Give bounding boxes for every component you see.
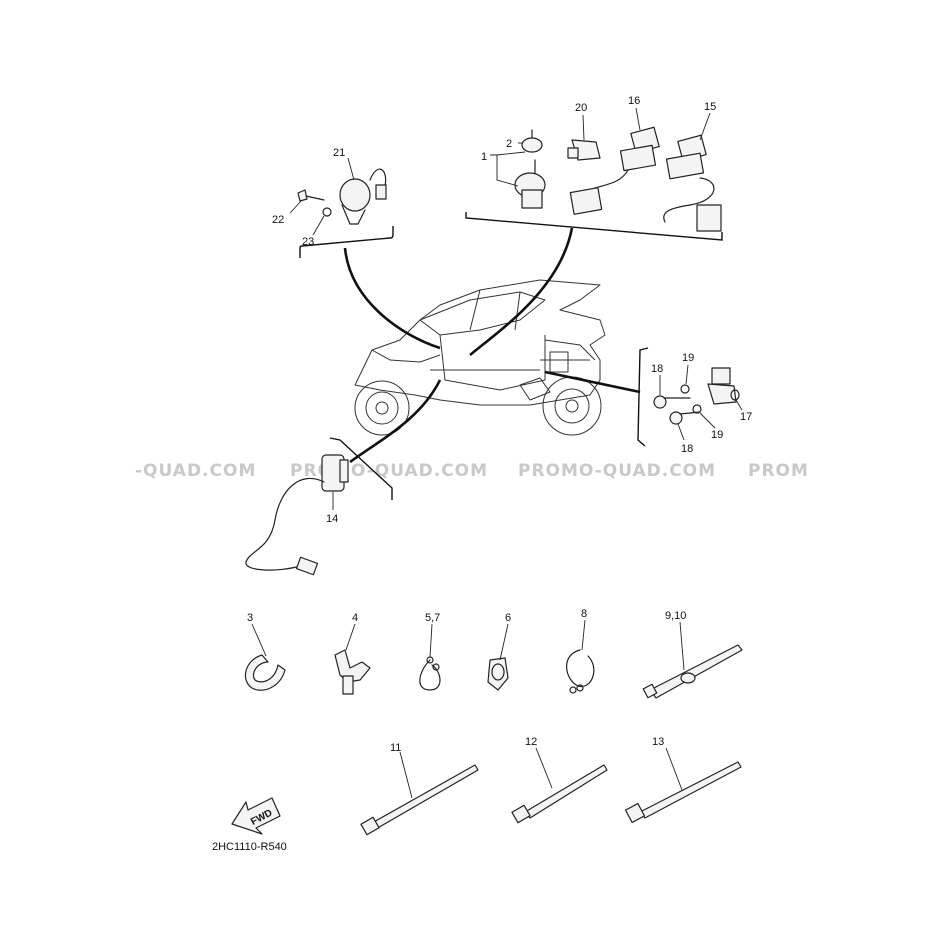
part-23-washer	[312, 207, 332, 236]
watermark-2: PROMO-QUAD.COM	[290, 461, 488, 481]
part-9-10-tie	[642, 621, 743, 699]
label-3: 3	[247, 612, 253, 624]
label-5-7: 5,7	[425, 612, 440, 624]
bracket-21	[299, 226, 394, 258]
leader-17	[544, 370, 641, 394]
part-8-clip	[566, 619, 595, 694]
watermark-4: PROM	[748, 461, 809, 481]
part-18-bolt-upper	[653, 375, 691, 409]
watermark-1: -QUAD.COM	[135, 461, 256, 481]
label-13: 13	[652, 736, 664, 748]
label-16: 16	[628, 95, 640, 107]
part-3-clamp	[244, 623, 286, 691]
part-22-bolt	[289, 189, 325, 214]
part-1-main-switch	[490, 151, 546, 209]
part-4-clip	[334, 623, 371, 695]
part-19-washer-upper	[680, 364, 690, 394]
part-6-clip	[487, 623, 509, 691]
label-12: 12	[525, 736, 537, 748]
part-5-7-clip	[419, 623, 441, 691]
label-18-lower: 18	[681, 443, 693, 455]
label-2: 2	[506, 138, 512, 150]
label-4: 4	[352, 612, 358, 624]
label-18-upper: 18	[651, 363, 663, 375]
watermark-3: PROMO-QUAD.COM	[518, 461, 716, 481]
label-8: 8	[581, 608, 587, 620]
label-1: 1	[481, 151, 487, 163]
part-15-switch	[663, 112, 722, 232]
part-14-sensor-cable	[245, 454, 349, 576]
part-2-cap	[518, 129, 543, 153]
bracket-1-20-16-15	[465, 212, 723, 241]
watermark-row: -QUAD.COM PROMO-QUAD.COM PROMO-QUAD.COM …	[135, 461, 809, 481]
label-14: 14	[326, 513, 338, 525]
part-20-connector	[567, 114, 601, 161]
part-18-bolt-lower	[669, 411, 701, 441]
bracket-17-18-19	[637, 347, 649, 447]
label-20: 20	[575, 102, 587, 114]
label-21: 21	[333, 147, 345, 159]
label-6: 6	[505, 612, 511, 624]
label-17: 17	[740, 411, 752, 423]
fwd-arrow-icon: FWD	[231, 797, 281, 835]
part-16-switch	[569, 107, 660, 215]
diagram-code: 2HC1110-R540	[212, 841, 287, 853]
part-21-sensor	[339, 157, 387, 225]
part-17-sensor	[707, 367, 743, 411]
label-19-upper: 19	[682, 352, 694, 364]
label-11: 11	[390, 742, 401, 754]
label-23: 23	[302, 236, 314, 248]
leader-1	[469, 227, 574, 356]
leader-21	[343, 247, 441, 350]
label-22: 22	[272, 214, 284, 226]
part-13-tie-band	[624, 747, 742, 824]
part-11-tie-band	[360, 751, 479, 836]
label-19-lower: 19	[711, 429, 723, 441]
part-labels: 1 2 3 4 5,7 6 8 9,10 11 12 13 14 15 16 1…	[247, 95, 752, 754]
bracket-14	[329, 437, 393, 500]
utv-vehicle-outline	[354, 279, 606, 436]
leader-14	[349, 379, 442, 464]
part-12-tie-band	[511, 747, 608, 824]
part-19-washer-lower	[692, 404, 716, 429]
label-9-10: 9,10	[665, 610, 686, 622]
label-15: 15	[704, 101, 716, 113]
